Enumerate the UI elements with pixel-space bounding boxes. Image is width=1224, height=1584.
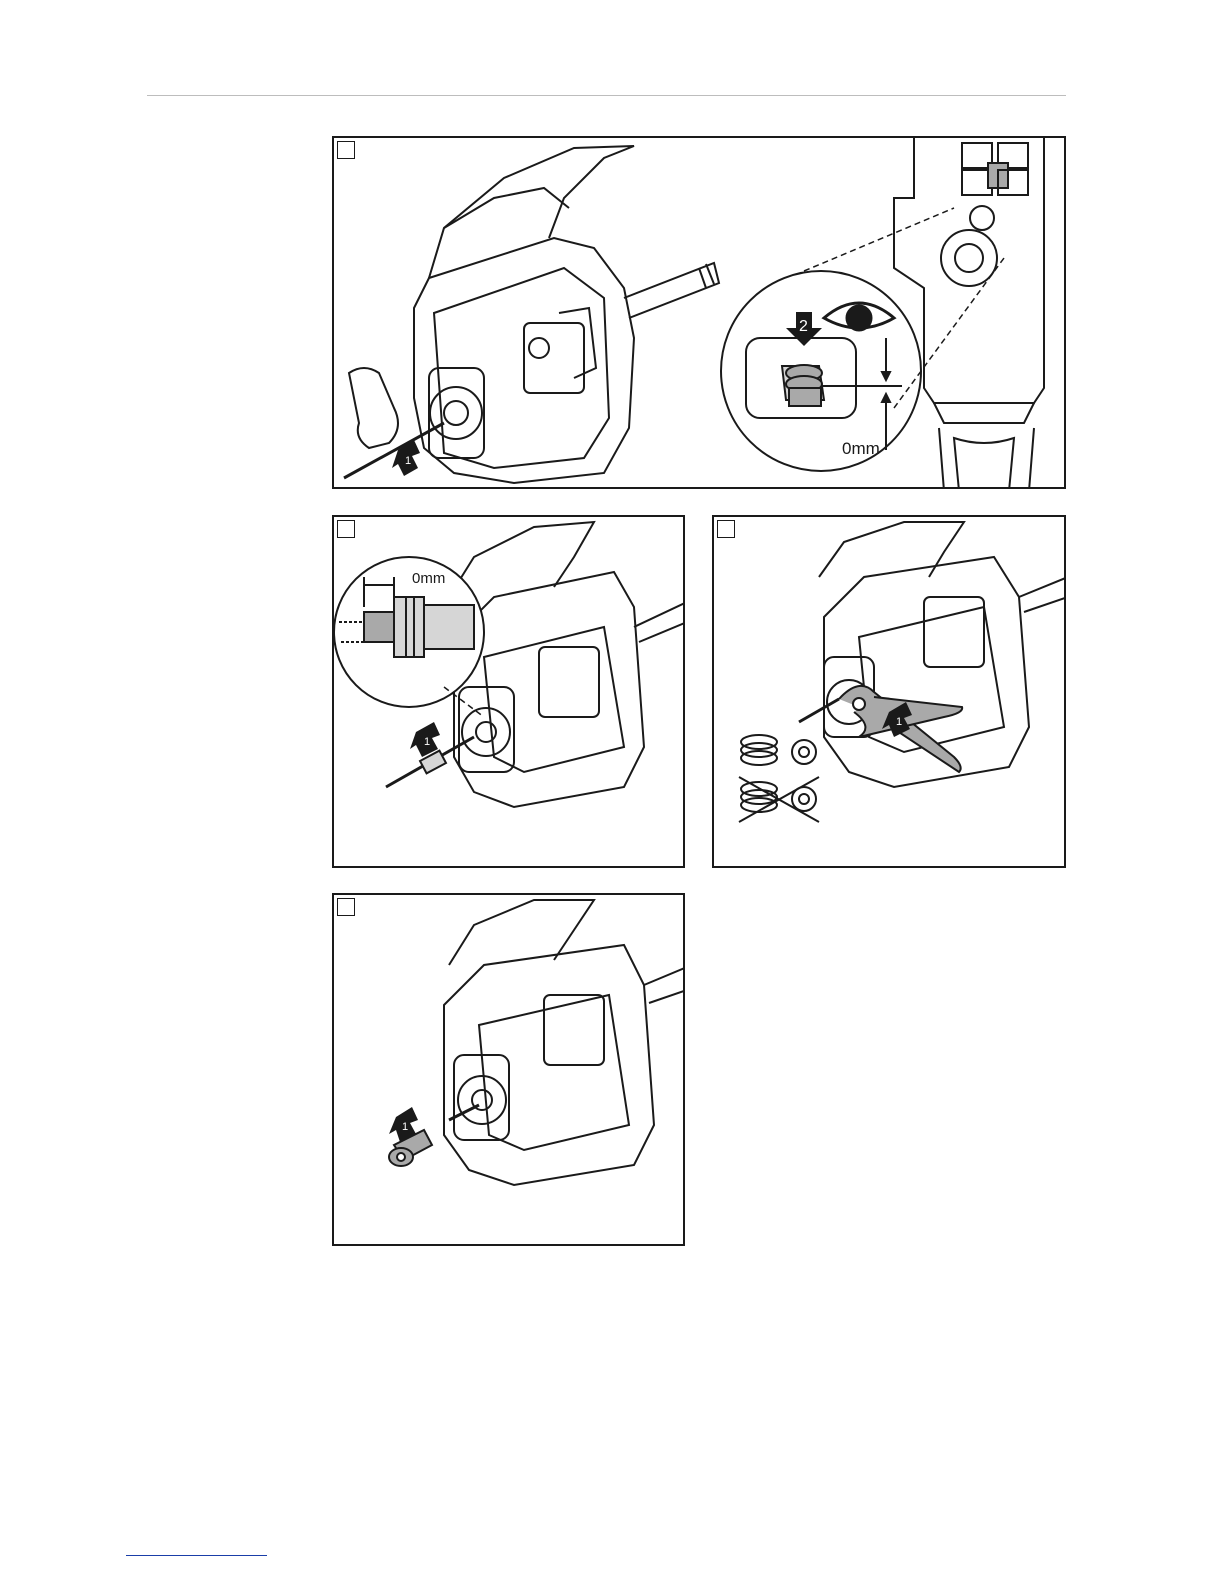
- panel-1-drawing: 1 2 0mm: [334, 138, 1066, 489]
- svg-text:1: 1: [405, 455, 411, 467]
- panel-2-drawing: 1 0mm: [334, 517, 685, 868]
- svg-text:1: 1: [896, 716, 902, 728]
- panel-4-drawing: 1: [334, 895, 685, 1246]
- svg-text:1: 1: [424, 736, 430, 748]
- measure-label: 0mm: [412, 570, 445, 587]
- figure-panel-4: 1: [332, 893, 685, 1246]
- measure-label: 0mm: [842, 439, 880, 458]
- figure-panel-1: 1 2 0mm: [332, 136, 1066, 489]
- spring-icon: [739, 735, 819, 822]
- footer-rule: [126, 1555, 267, 1556]
- panel-3-drawing: 1: [714, 517, 1066, 868]
- figure-panel-2: 1 0mm: [332, 515, 685, 868]
- svg-text:1: 1: [402, 1121, 408, 1133]
- figure-panel-3: 1: [712, 515, 1066, 868]
- eye-icon: [824, 303, 894, 330]
- header-rule: [147, 95, 1066, 96]
- svg-text:2: 2: [799, 318, 808, 335]
- arrow-1-icon: 1: [392, 440, 420, 476]
